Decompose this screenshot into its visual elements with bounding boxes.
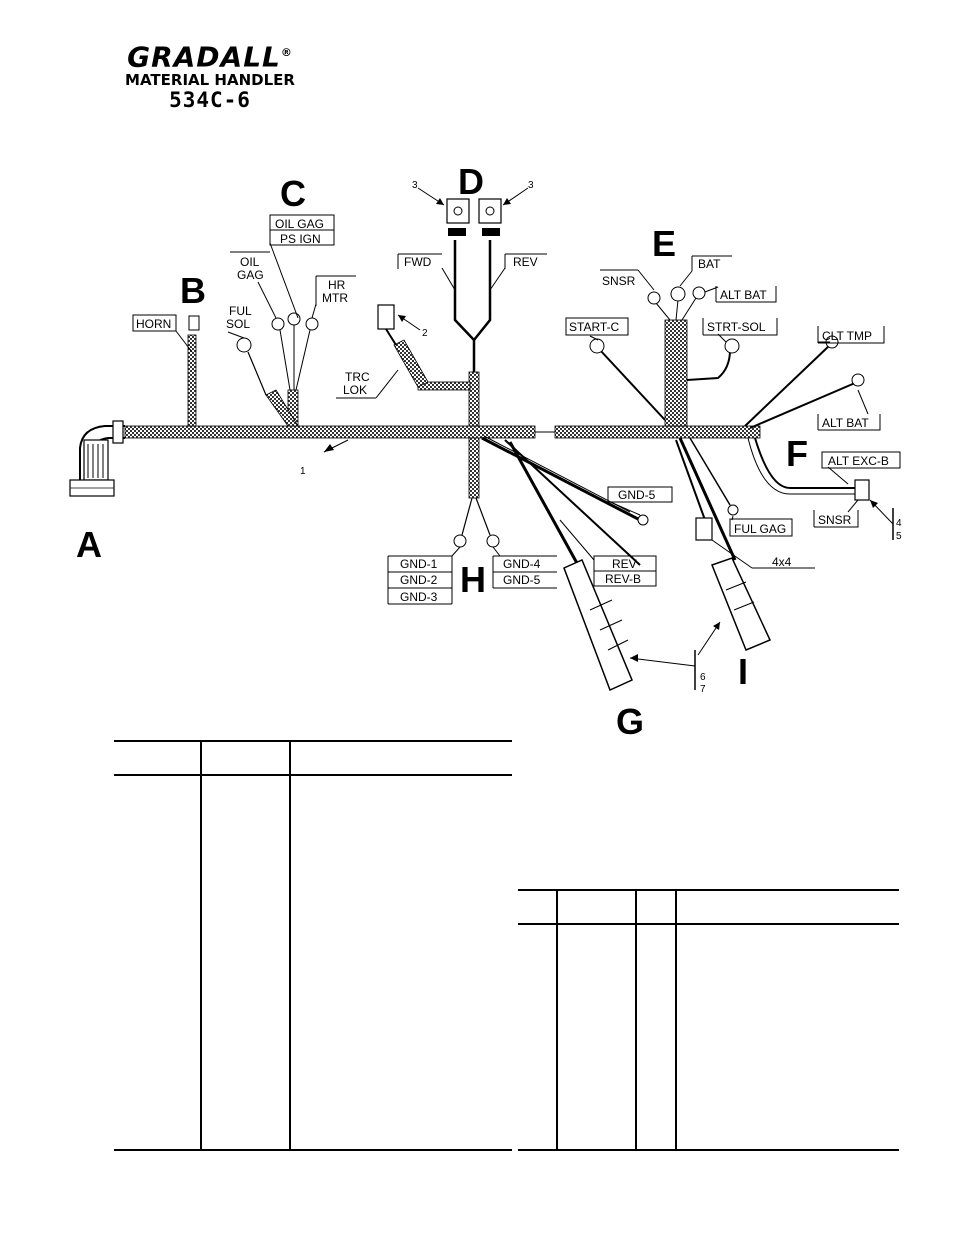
header-cell [114,741,201,776]
label-alt-bat-e: ALT BAT [720,288,767,302]
label-gnd-1: GND-1 [400,557,438,571]
section-letter-f: F [786,433,808,474]
table-cell [518,924,557,1150]
label-ful-gag: FUL GAG [734,522,786,536]
label-oil: OIL [240,255,260,269]
callout-6: 6 [700,672,706,683]
section-letter-d: D [458,161,484,202]
header-cell [635,890,676,925]
title-block: GRADALL® MATERIAL HANDLER 534C-6 [110,38,310,113]
label-mtr: MTR [322,291,348,305]
branch-trc [377,304,471,391]
table-cell [675,924,899,1150]
label-hr: HR [328,278,346,292]
label-snsr-e: SNSR [602,274,636,288]
label-gnd-5: GND-5 [503,573,541,587]
brand-name: GRADALL [127,40,281,74]
table-cell [635,924,676,1150]
label-4x4: 4x4 [772,555,792,569]
label-ps-ign: PS IGN [280,232,321,246]
callout-3-right: 3 [528,180,534,191]
section-letter-h: H [460,559,486,600]
section-letter-e: E [652,223,676,264]
label-ful: FUL [229,304,252,318]
label-start-c: START-C [569,320,620,334]
table-cell [289,775,512,1150]
callout-1: 1 [300,466,306,477]
label-gag: GAG [237,268,264,282]
callout-7: 7 [700,684,706,695]
harness-trunk [124,425,761,439]
header-cell [518,890,557,925]
table-row [518,924,899,1150]
label-boxes [132,214,901,605]
branch-h [453,437,500,548]
label-strt-sol: STRT-SOL [707,320,766,334]
label-bat: BAT [698,257,721,271]
label-clt-tmp: CLT TMP [822,329,872,343]
label-alt-bat-f: ALT BAT [822,416,869,430]
brand-logo: GRADALL® [110,38,310,72]
label-lok: LOK [343,383,367,397]
branch-g [481,435,696,692]
table-row [114,775,512,1150]
label-trc: TRC [345,370,370,384]
table-cell [556,924,636,1150]
label-lines [133,242,869,569]
callout-3-left: 3 [412,180,418,191]
branch-b [187,315,200,427]
section-letter-c: C [280,173,306,214]
header-cell [675,890,899,925]
branch-e [589,286,740,427]
table-cell [114,775,201,1150]
label-gnd-5-top: GND-5 [618,488,656,502]
registered-mark: ® [280,46,293,59]
label-gnd-3: GND-3 [400,590,438,604]
connector-a [69,420,125,497]
section-letter-a: A [76,524,102,565]
parts-table-left [114,740,512,1151]
label-rev-b: REV-B [605,572,641,586]
label-gnd-4: GND-4 [503,557,541,571]
model-number: 534C-6 [169,88,251,113]
branch-c [236,312,319,427]
section-letter-b: B [180,270,206,311]
label-alt-exc-b: ALT EXC-B [828,454,889,468]
callout-4: 4 [896,518,902,529]
branch-f [744,335,894,540]
label-rev: REV [612,557,637,571]
table-cell [200,775,290,1150]
label-rev-d: REV [513,255,538,269]
label-sol: SOL [226,317,250,331]
subtitle: MATERIAL HANDLER [125,71,295,90]
header-cell [200,741,290,776]
label-fwd: FWD [404,255,432,269]
label-horn: HORN [136,317,171,331]
label-oil-gag: OIL GAG [275,217,324,231]
section-letter-i: I [738,651,748,692]
branch-d [417,187,529,427]
header-cell [289,741,512,776]
section-letter-g: G [616,701,644,742]
parts-table-right [518,889,899,1151]
callout-5: 5 [896,531,902,542]
label-gnd-2: GND-2 [400,573,438,587]
label-snsr-f: SNSR [818,513,852,527]
header-cell [556,890,636,925]
callout-2: 2 [422,328,428,339]
branch-i [675,437,772,656]
